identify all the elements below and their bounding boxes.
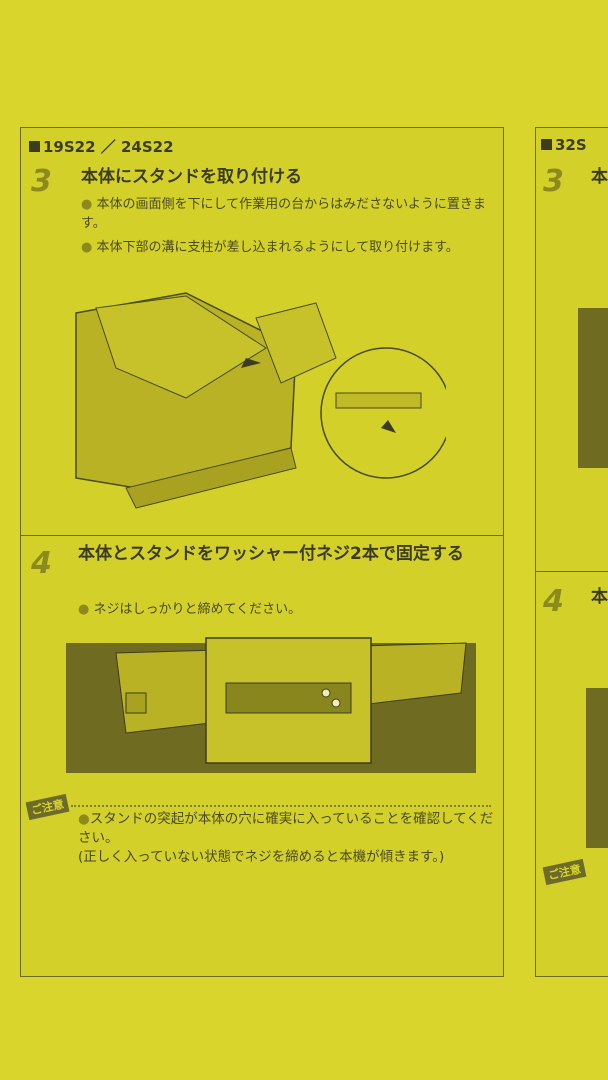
caution-line-2: (正しく入っていない状態でネジを締めると本機が傾きます。) [78,849,445,865]
step-4-number: 4 [543,584,564,619]
caution-line-1: スタンドの突起が本体の穴に確実に入っていることを確認してください。 [78,811,494,846]
step-4-title: 本 [591,587,608,607]
illustration-fragment [586,688,608,848]
caution-text: ●スタンドの突起が本体の穴に確実に入っていることを確認してください。 (正しく入っ… [78,810,498,867]
section-divider [21,535,503,536]
illustration-fragment [578,308,608,468]
step-3-title: 本体にスタンドを取り付ける [81,167,302,187]
bullet-icon: ● [78,811,90,827]
model-text: 19S22 ／ 24S22 [43,138,174,156]
model-heading: 19S22 ／ 24S22 [29,136,174,157]
model-text: 32S [555,136,587,154]
caution-badge: ご注意 [25,793,70,821]
left-instruction-panel: 19S22 ／ 24S22 3 本体にスタンドを取り付ける ● 本体の画面側を下… [20,127,504,977]
model-heading: 32S [541,136,587,154]
caution-badge: ご注意 [542,858,587,886]
step-3-number: 3 [31,164,52,199]
caution-dotted-line [71,805,491,807]
bullet-text: ネジはしっかりと締めてください。 [93,602,302,617]
square-marker-icon [541,139,552,150]
step-4-bullet-1: ● ネジはしっかりと締めてください。 [78,600,493,619]
section-divider [536,571,608,572]
screw-fixing-illustration [66,637,476,773]
right-instruction-panel: 32S 3 本 4 本 ご注意 [535,127,608,977]
step-3-bullet-1: ● 本体の画面側を下にして作業用の台からはみださないように置きます。 [81,195,496,233]
bullet-text: 本体下部の溝に支柱が差し込まれるようにして取り付けます。 [96,240,459,255]
bullet-icon: ● [78,602,94,617]
step-3-title: 本 [591,167,608,187]
square-marker-icon [29,141,40,152]
step-3-bullet-2: ● 本体下部の溝に支柱が差し込まれるようにして取り付けます。 [81,238,496,257]
step-3-number: 3 [543,164,564,199]
tv-stand-attach-illustration [75,292,446,509]
bullet-icon: ● [81,240,97,255]
step-4-title: 本体とスタンドをワッシャー付ネジ2本で固定する [78,544,464,564]
step-4-number: 4 [31,546,52,581]
bullet-icon: ● [81,197,97,212]
bullet-text: 本体の画面側を下にして作業用の台からはみださないように置きます。 [81,197,486,231]
